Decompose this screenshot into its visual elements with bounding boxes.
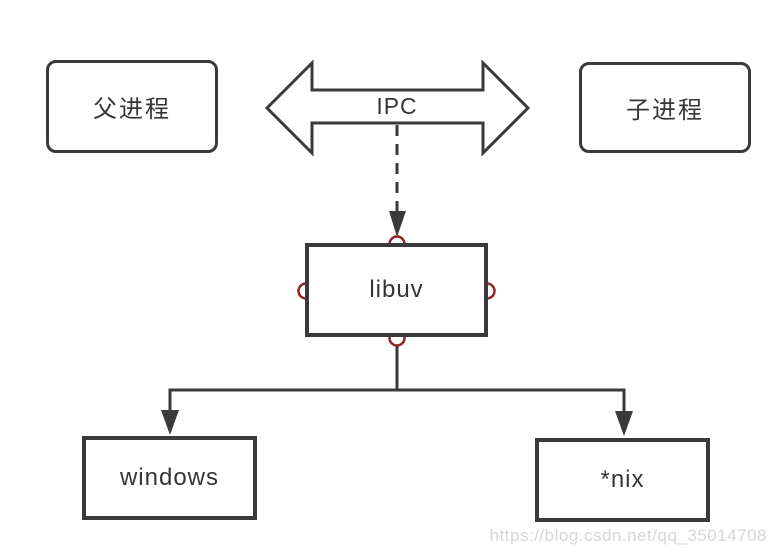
node-libuv-label: libuv	[369, 276, 424, 303]
dashed-connector-arrowhead	[389, 211, 406, 237]
branch-connector	[168, 338, 626, 413]
node-parent-process-label: 父进程	[93, 96, 171, 123]
node-nix-label: *nix	[600, 466, 645, 493]
nix-arrowhead	[615, 411, 633, 436]
node-nix: *nix	[535, 438, 710, 522]
node-windows-label: windows	[119, 464, 220, 491]
node-libuv: libuv	[305, 243, 488, 337]
node-child-process: 子进程	[579, 62, 751, 153]
watermark-text: https://blog.csdn.net/qq_35014708	[489, 526, 767, 545]
node-child-process-label: 子进程	[626, 97, 704, 124]
windows-arrowhead	[161, 410, 179, 435]
node-windows: windows	[82, 436, 257, 520]
ipc-arrow-label: IPC	[376, 92, 418, 119]
node-parent-process: 父进程	[46, 60, 218, 153]
